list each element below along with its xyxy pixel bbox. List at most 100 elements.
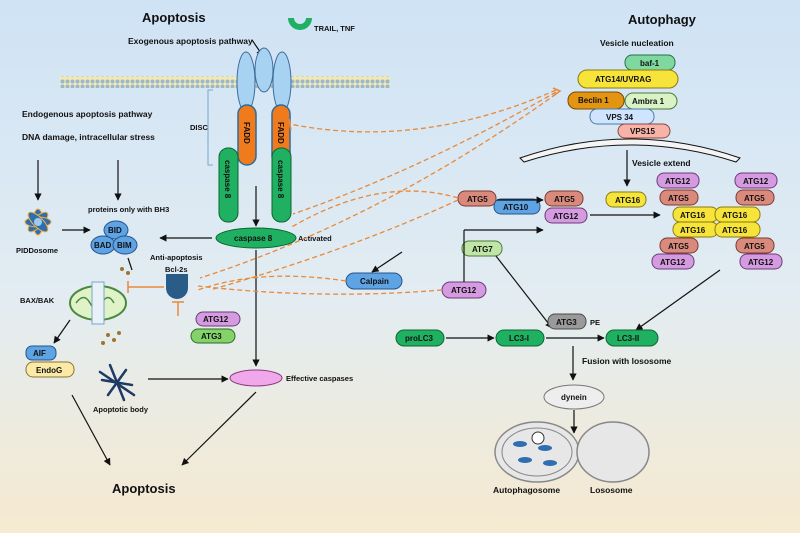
bax-bak-label: BAX/BAK xyxy=(20,296,55,305)
prolc3-label: proLC3 xyxy=(405,334,434,343)
dna-damage-label: DNA damage, intracellular stress xyxy=(22,132,155,142)
atg16-label: ATG16 xyxy=(615,196,641,205)
bid-label: BID xyxy=(108,226,122,235)
effective-caspases-node xyxy=(229,369,283,387)
atg7-node xyxy=(461,240,503,257)
atg12-left-node xyxy=(195,311,241,327)
vps34-label: VPS 34 xyxy=(606,113,634,122)
autophagy-header: Autophagy xyxy=(628,12,697,27)
fusion-label: Fusion with lososome xyxy=(582,356,672,366)
piddosome-icon xyxy=(24,208,52,236)
apoptosis-header: Apoptosis xyxy=(142,10,206,25)
ambra1-node xyxy=(624,92,678,110)
vps15-label: VPS15 xyxy=(630,127,655,136)
svg-text:ATG5: ATG5 xyxy=(744,194,765,203)
aif-node xyxy=(25,345,57,361)
apoptosis-bottom-header: Apoptosis xyxy=(112,481,176,496)
atg10-label: ATG10 xyxy=(503,203,529,212)
lc3-i-label: LC3-I xyxy=(509,334,529,343)
atg10-node xyxy=(493,198,541,215)
atg3-right-label: ATG3 xyxy=(556,318,577,327)
piddosome-label: PIDDosome xyxy=(16,246,58,255)
autophagosome-shape xyxy=(494,421,580,483)
endog-label: EndoG xyxy=(36,366,62,375)
lc3-ii-label: LC3-II xyxy=(617,334,639,343)
autophagosome-label: Autophagosome xyxy=(493,485,560,495)
crosstalk-lines xyxy=(197,89,557,295)
atg3-right-node xyxy=(547,313,587,330)
beclin1-label: Beclin 1 xyxy=(578,96,609,105)
autophagosome-cargo xyxy=(513,441,557,466)
svg-text:ATG5: ATG5 xyxy=(744,242,765,251)
atg16-node xyxy=(605,191,647,208)
svg-text:ATG16: ATG16 xyxy=(680,226,706,235)
calpain-label: Calpain xyxy=(360,277,389,286)
endogenous-label: Endogenous apoptosis pathway xyxy=(22,109,153,119)
atg5-b-label: ATG5 xyxy=(554,195,575,204)
dynein-node xyxy=(543,384,605,410)
vesicle-extend-label: Vesicle extend xyxy=(632,158,691,168)
svg-text:ATG12: ATG12 xyxy=(660,258,686,267)
exogenous-label: Exogenous apoptosis pathway xyxy=(128,36,253,46)
caspase8-activated-node xyxy=(215,227,297,249)
bim-shape xyxy=(112,235,138,255)
caspase8-left-label: caspase 8 xyxy=(223,160,232,199)
atg14-node xyxy=(577,69,679,89)
baf1-label: baf-1 xyxy=(640,59,660,68)
endog-node xyxy=(25,361,75,378)
atg5-b-node xyxy=(544,190,584,207)
bim-label: BIM xyxy=(117,241,132,250)
bh3-label: proteins only with BH3 xyxy=(88,205,169,214)
prolc3-node xyxy=(395,329,445,347)
svg-text:ATG16: ATG16 xyxy=(680,211,706,220)
dynein-label: dynein xyxy=(561,393,587,402)
trail-ligand-icon xyxy=(288,18,312,30)
atg7-label: ATG7 xyxy=(472,245,493,254)
pe-label: PE xyxy=(590,318,600,327)
svg-text:ATG5: ATG5 xyxy=(668,242,689,251)
vps15-node xyxy=(617,123,671,139)
fadd-right-label: FADD xyxy=(276,122,285,144)
lc3-ii-node xyxy=(605,329,659,347)
atg14-label: ATG14/UVRAG xyxy=(595,75,651,84)
svg-text:ATG12: ATG12 xyxy=(748,258,774,267)
cargo-mito-icon xyxy=(531,431,545,445)
fadd-left-label: FADD xyxy=(242,122,251,144)
atg3-left-node xyxy=(190,328,236,344)
apoptotic-body-label: Apoptotic body xyxy=(93,405,149,414)
svg-text:ATG5: ATG5 xyxy=(668,194,689,203)
vps34-node xyxy=(589,108,655,125)
death-receptor xyxy=(236,47,292,113)
phagophore-membrane xyxy=(519,138,741,163)
atg12-b-node xyxy=(544,207,588,224)
atg12-c-label: ATG12 xyxy=(451,286,477,295)
bcl2s-label: Bcl-2s xyxy=(165,265,188,274)
aif-label: AIF xyxy=(33,349,46,358)
atg12-left-label: ATG12 xyxy=(203,315,229,324)
lososome-label: Lososome xyxy=(590,485,633,495)
mitochondrion-icon xyxy=(69,281,127,325)
fadd-left xyxy=(237,104,257,166)
cell-membrane xyxy=(60,76,390,88)
trail-tnf-label: TRAIL, TNF xyxy=(314,24,355,33)
lososome-shape xyxy=(576,421,650,483)
bad-label: BAD xyxy=(94,241,112,250)
activated-label: Activated xyxy=(298,234,332,243)
apoptotic-body-icon xyxy=(98,363,136,402)
caspase8-left xyxy=(218,147,239,223)
caspase8-right-label: caspase 8 xyxy=(276,160,285,199)
effective-caspases-label: Effective caspases xyxy=(286,374,353,383)
caspase8-right xyxy=(271,147,292,223)
cytochrome-dots xyxy=(101,267,130,345)
atg5-a-label: ATG5 xyxy=(467,195,488,204)
ambra1-label: Ambra 1 xyxy=(632,97,665,106)
atg5-a-node xyxy=(457,190,497,207)
svg-text:ATG16: ATG16 xyxy=(722,211,748,220)
vesicle-nucleation-label: Vesicle nucleation xyxy=(600,38,674,48)
disc-label: DISC xyxy=(190,123,209,132)
svg-text:ATG16: ATG16 xyxy=(722,226,748,235)
svg-text:ATG12: ATG12 xyxy=(665,177,691,186)
lc3-i-node xyxy=(495,329,545,347)
